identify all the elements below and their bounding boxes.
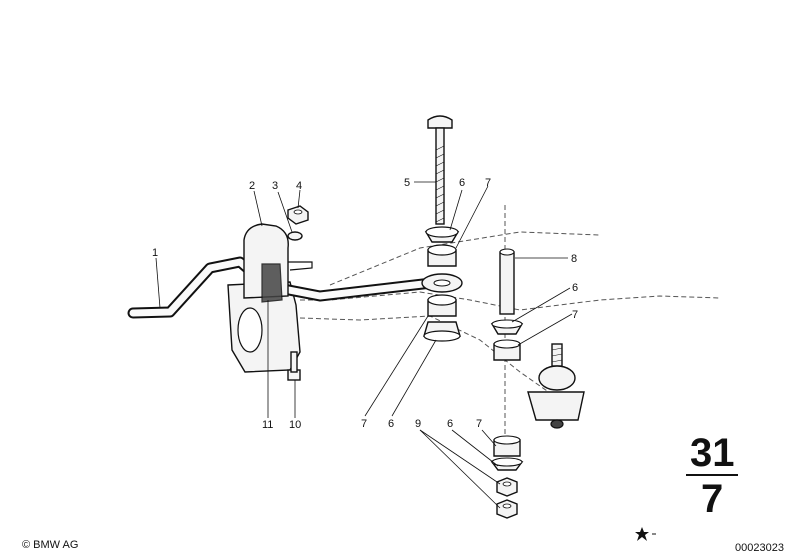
callout-8: 8 [571,253,577,265]
callout-11: 11 [262,419,273,431]
ball-joint [527,343,585,429]
bottom-nut-lower [496,499,518,519]
callout-6-right: 6 [572,282,578,294]
bar-end-eye [421,273,463,293]
bottom-nut-upper [496,477,518,497]
upper-bushing [427,244,457,267]
bottom-washer [490,457,524,471]
rubber-mount [243,223,313,303]
washer [287,231,303,241]
callout-3: 3 [272,180,278,192]
callout-6-upper: 6 [459,177,465,189]
callout-2: 2 [249,180,255,192]
star-icon [635,527,656,541]
leader-lines [155,181,573,509]
callout-1: 1 [152,247,158,259]
spacer-tube [499,248,515,315]
long-bolt [427,115,453,225]
callout-4: 4 [296,180,302,192]
hex-bolt [287,351,301,381]
callout-10: 10 [289,419,301,431]
lower-washer [423,321,461,342]
hex-nut [287,205,309,225]
right-bushing [493,339,521,361]
callout-7-bottom: 7 [476,418,482,430]
callout-7-upper: 7 [485,177,491,189]
bottom-bushing [493,435,521,457]
bracket-hole [237,307,263,353]
group-sub: 7 [701,477,723,521]
callout-5: 5 [404,177,410,189]
stabilizer-bar [127,256,446,319]
right-washer [490,319,524,335]
lower-bushing [427,294,457,317]
callout-7-right: 7 [572,309,578,321]
group-main: 31 [690,431,735,475]
callout-9: 9 [415,418,421,430]
group-number: 31 7 [686,431,738,521]
image-number: 00023023 [735,542,784,554]
copyright-text: © BMW AG [22,539,79,551]
upper-washer [424,226,460,243]
callout-6-lower: 6 [388,418,394,430]
callout-6-bottom: 6 [447,418,453,430]
callout-7-lower: 7 [361,418,367,430]
